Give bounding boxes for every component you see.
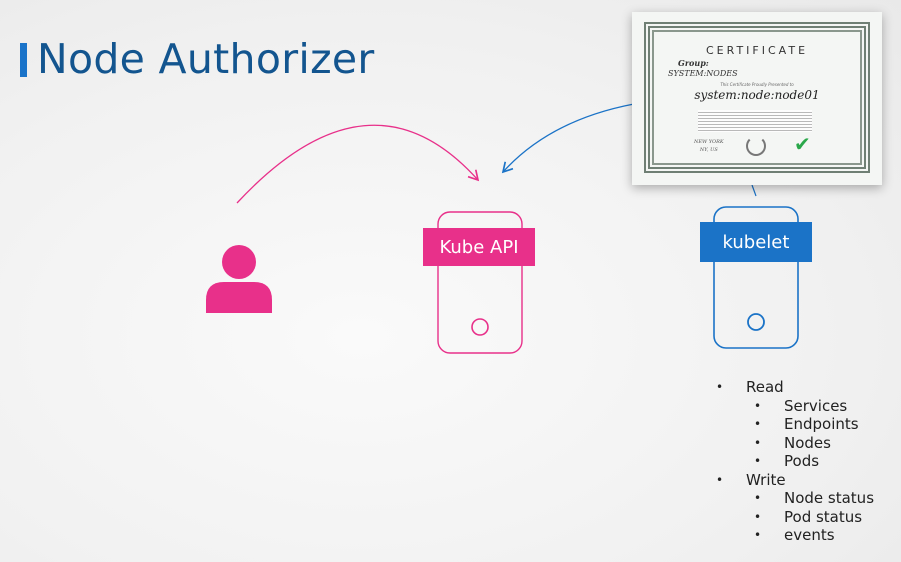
bullet-icon: • — [754, 491, 762, 505]
certificate-heading: CERTIFICATE — [705, 44, 809, 57]
checkmark-icon: ✔ — [794, 132, 811, 156]
certificate-image: CERTIFICATE Group: SYSTEM:NODES This Cer… — [632, 12, 882, 185]
permission-text: Pod status — [784, 507, 863, 526]
kube-api-node — [437, 211, 523, 354]
certificate-location: NEW YORK NY, US — [694, 138, 724, 154]
permission-text: Endpoints — [784, 415, 859, 433]
permission-item: • Pods — [754, 452, 820, 470]
permission-item: • Endpoints — [754, 415, 859, 433]
bullet-icon: • — [754, 454, 762, 468]
page-title: Node Authorizer — [37, 35, 375, 83]
permission-item: • Nodes — [754, 433, 831, 452]
cert-connector — [751, 184, 757, 197]
permission-item: • Read — [716, 378, 784, 396]
permission-item: • Write — [716, 470, 786, 489]
bullet-icon: • — [754, 509, 762, 524]
kubelet-node — [713, 206, 799, 349]
permission-item: • Services — [754, 396, 848, 415]
certificate-fine-print — [698, 110, 812, 132]
laurel-seal-icon — [746, 136, 766, 156]
permission-text: Services — [784, 396, 848, 415]
user-to-api-arrow — [236, 124, 480, 204]
title-accent-bar — [20, 43, 27, 77]
permission-text: events — [784, 526, 835, 544]
bullet-icon: • — [754, 435, 762, 450]
permission-text: Nodes — [784, 433, 831, 452]
kubelet-label: kubelet — [700, 222, 812, 262]
permission-item: • events — [754, 526, 835, 544]
user-icon — [206, 245, 272, 313]
bullet-icon: • — [754, 528, 762, 542]
permission-text: Write — [746, 470, 786, 489]
certificate-border — [644, 22, 870, 173]
bullet-icon: • — [754, 417, 762, 431]
certificate-subject: system:node:node01 — [694, 88, 820, 102]
bullet-icon: • — [716, 472, 724, 487]
certificate-group-label: Group: — [678, 58, 709, 68]
certificate-inner-border — [652, 30, 862, 165]
bullet-icon: • — [754, 398, 762, 413]
bullet-icon: • — [716, 380, 724, 394]
permission-item: • Node status — [754, 489, 875, 507]
location-line1: NEW YORK — [694, 139, 724, 145]
certificate-presented-text: This Certificate Proudly Presented to — [720, 82, 794, 87]
permission-text: Node status — [784, 489, 875, 507]
kubelet-to-api-arrow — [501, 103, 635, 174]
permission-text: Read — [746, 378, 784, 396]
certificate-group-value: SYSTEM:NODES — [668, 69, 738, 78]
location-line2: NY, US — [699, 147, 718, 153]
kube-api-label: Kube API — [423, 228, 535, 266]
permission-item: • Pod status — [754, 507, 863, 526]
permission-text: Pods — [784, 452, 820, 470]
